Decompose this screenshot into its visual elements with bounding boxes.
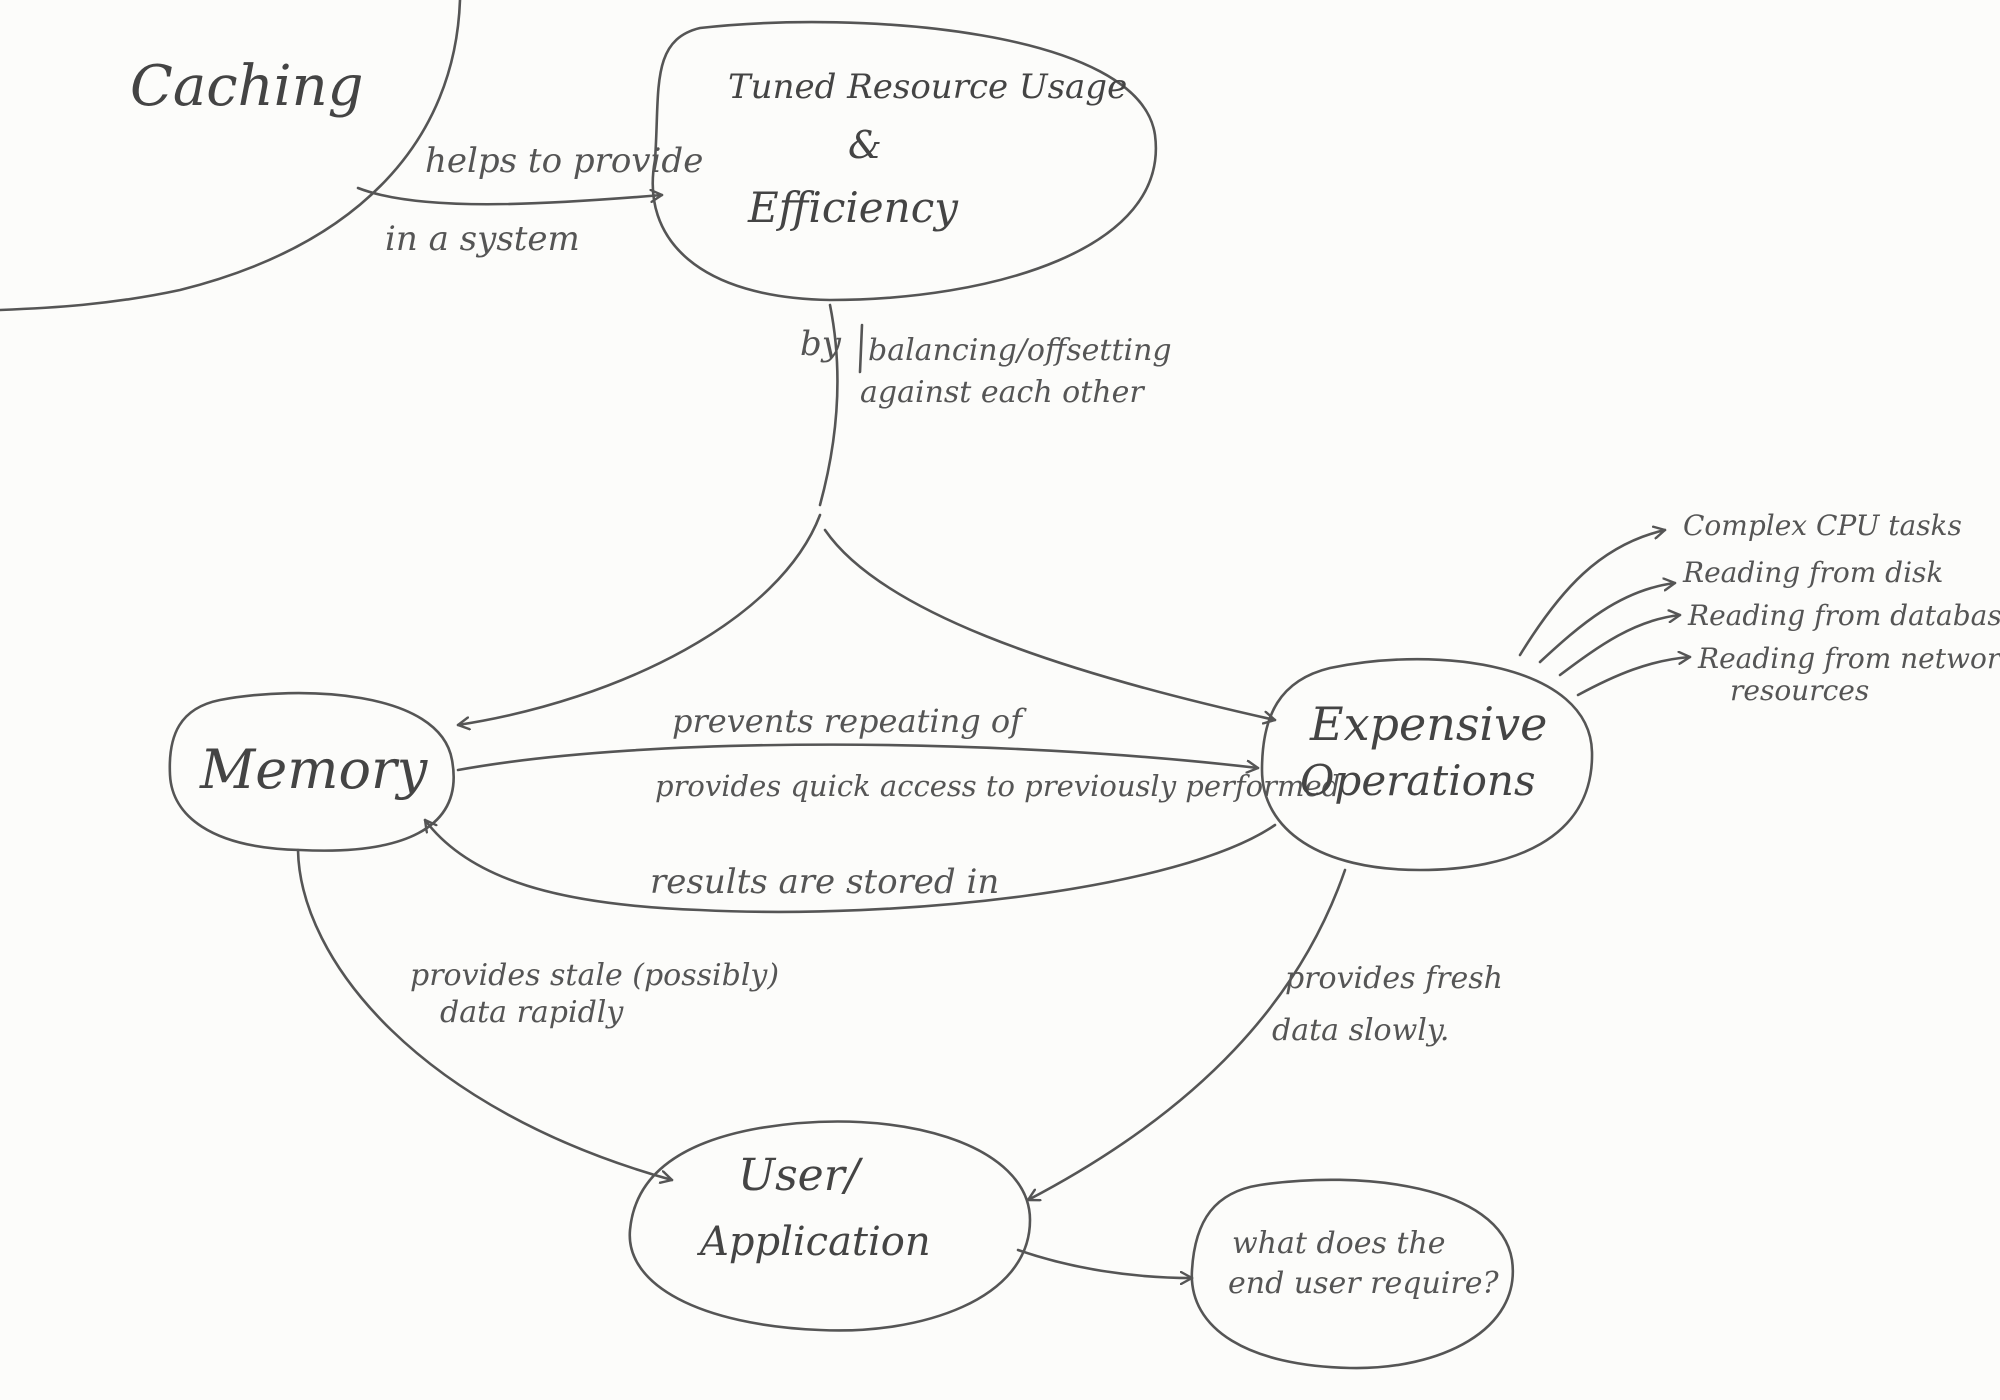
- in-a-system-label: in a system: [385, 219, 580, 259]
- tuned-line1: Tuned Resource Usage: [728, 67, 1127, 107]
- memory-node-outline: [168, 691, 455, 852]
- by-label: by: [800, 324, 842, 364]
- fresh-line1: provides fresh: [1285, 961, 1503, 996]
- example-network: Reading from network: [1697, 642, 2000, 675]
- balancing-line2: against each other: [860, 375, 1145, 410]
- tuned-resource-node-outline: [651, 20, 1158, 302]
- split-to-expensive-arrow: [823, 528, 1277, 720]
- expensive-node-outline: [1260, 657, 1594, 872]
- results-stored-label: results are stored in: [650, 862, 999, 902]
- helps-to-provide-label: helps to provide: [425, 141, 703, 181]
- prevents-repeating-label: prevents repeating of: [672, 702, 1027, 740]
- arrow-to-cpu-tasks: [1518, 530, 1667, 657]
- balancing-line1: balancing/offsetting: [868, 333, 1172, 368]
- memory-to-user-arrow: [296, 848, 674, 1180]
- split-to-memory-arrow: [456, 513, 822, 725]
- example-databases: Reading from databases: [1687, 599, 2000, 632]
- tuned-to-split-line: [818, 303, 839, 507]
- arrow-to-network: [1576, 657, 1692, 697]
- question-line1: what does the: [1232, 1226, 1446, 1261]
- stale-line1: provides stale (possibly): [410, 958, 779, 993]
- caching-node-outline: [0, 0, 462, 312]
- user-to-question-arrow: [1016, 1248, 1194, 1278]
- memory-to-expensive-arrow: [456, 743, 1260, 770]
- question-node-outline: [1190, 1178, 1515, 1370]
- expensive-line2: Operations: [1300, 756, 1536, 805]
- provides-quick-access-label: provides quick access to previously perf…: [655, 769, 1340, 803]
- expensive-line1: Expensive: [1309, 697, 1547, 751]
- arrow-to-disk: [1538, 583, 1677, 664]
- stale-line2: data rapidly: [440, 995, 624, 1030]
- example-network-resources: resources: [1730, 674, 1869, 707]
- expensive-to-user-arrow: [1026, 868, 1347, 1200]
- caching-to-tuned-arrow: [356, 186, 664, 206]
- memory-label: Memory: [199, 738, 429, 801]
- example-disk: Reading from disk: [1682, 556, 1943, 589]
- arrow-to-databases: [1558, 615, 1682, 677]
- fresh-line2: data slowly.: [1272, 1013, 1449, 1048]
- by-divider-mark: [858, 323, 864, 374]
- expensive-to-memory-arrow: [423, 818, 1277, 914]
- question-line2: end user require?: [1228, 1266, 1499, 1301]
- user-application-node-outline: [628, 1120, 1032, 1332]
- caching-label: Caching: [130, 54, 364, 119]
- user-line2: Application: [696, 1219, 931, 1265]
- tuned-line2: &: [848, 123, 882, 167]
- example-cpu-tasks: Complex CPU tasks: [1683, 509, 1962, 542]
- user-line1: User/: [738, 1150, 864, 1201]
- tuned-line3: Efficiency: [747, 183, 959, 232]
